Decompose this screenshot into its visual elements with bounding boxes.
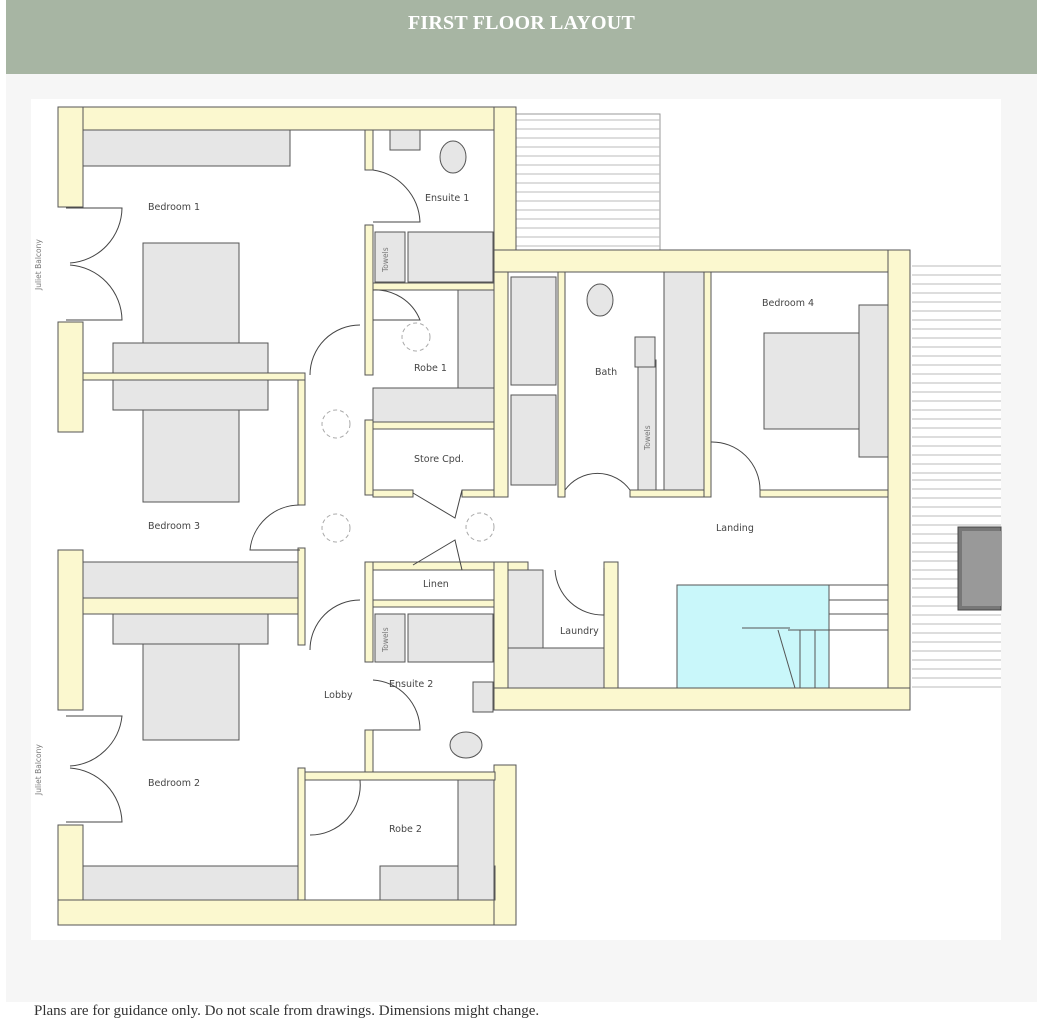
room-label-bedroom-3: Bedroom 3	[148, 521, 200, 532]
room-label-store: Store Cpd.	[414, 454, 464, 465]
stairs	[742, 584, 888, 689]
stair-void	[676, 584, 830, 689]
room-label-bedroom-4: Bedroom 4	[762, 298, 814, 309]
walls	[57, 106, 911, 926]
deck-right	[912, 265, 1001, 688]
page-header: FIRST FLOOR LAYOUT	[6, 0, 1037, 74]
deck-top	[515, 113, 661, 251]
juliet-balcony-label-2: Juliet Balcony	[34, 744, 43, 796]
room-label-robe-2: Robe 2	[389, 824, 422, 835]
towels-label-ensuite-2: Towels	[381, 627, 390, 653]
room-label-bedroom-1: Bedroom 1	[148, 202, 200, 213]
furniture	[82, 129, 889, 901]
room-label-laundry: Laundry	[560, 626, 599, 637]
room-label-bedroom-2: Bedroom 2	[148, 778, 200, 789]
room-label-robe-1: Robe 1	[414, 363, 447, 374]
room-label-ensuite-2: Ensuite 2	[389, 679, 433, 690]
doors	[66, 169, 761, 836]
room-label-landing: Landing	[716, 523, 754, 534]
room-label-bath: Bath	[595, 367, 617, 378]
room-label-ensuite-1: Ensuite 1	[425, 193, 469, 204]
towels-label-bath: Towels	[643, 425, 652, 451]
outdoor-table-top	[962, 531, 1001, 606]
disclaimer: Plans are for guidance only. Do not scal…	[34, 1003, 540, 1019]
room-label-lobby: Lobby	[324, 690, 353, 701]
room-label-linen: Linen	[423, 579, 449, 590]
ceiling-fixtures	[321, 322, 495, 543]
page-title: FIRST FLOOR LAYOUT	[408, 12, 635, 34]
juliet-balcony-label-1: Juliet Balcony	[34, 239, 43, 291]
towels-label-ensuite-1: Towels	[381, 247, 390, 273]
